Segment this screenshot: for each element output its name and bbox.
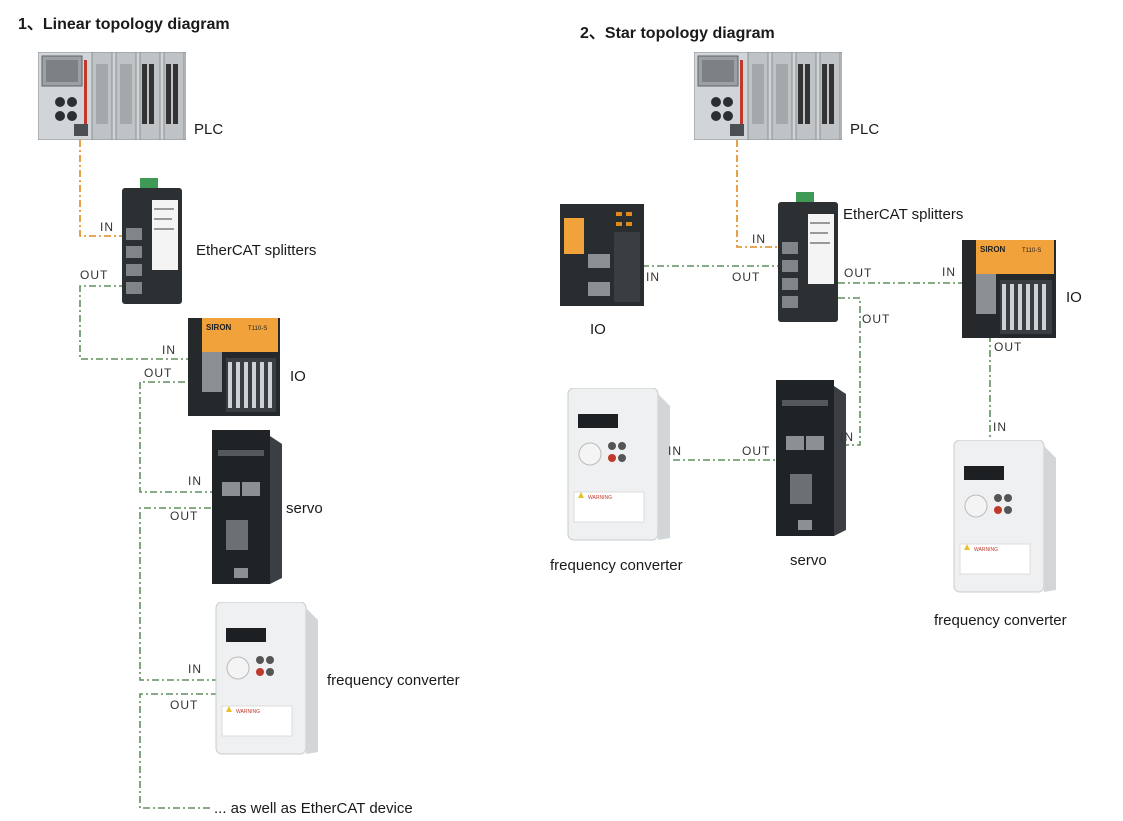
star-io-right-brand: SIRON [980,245,1006,254]
star-splitter-in-port: IN [752,232,766,246]
star-io-left-label: IO [590,321,606,338]
linear-servo-in-port: IN [188,474,202,488]
linear-splitter-image [122,178,182,304]
star-freq-right-warning: WARNING [974,547,998,553]
star-freq-right-image: WARNING [953,440,1056,593]
star-io-left-image [560,204,644,306]
linear-freq-more-link [139,693,218,809]
star-freq-right-label: frequency converter [934,612,1067,629]
linear-freq-out-port: OUT [170,698,199,712]
star-plc-label: PLC [850,121,880,138]
linear-splitter-label: EtherCAT splitters [196,242,317,259]
star-servo-out-port: OUT [742,444,771,458]
linear-freq-label: frequency converter [327,672,460,689]
star-freq-left-warning: WARNING [588,495,612,501]
linear-io-image: SIRON T110-S [188,318,280,416]
linear-io-servo-link [139,381,226,493]
linear-servo-out-port: OUT [170,509,199,523]
linear-splitter-out-port: OUT [80,268,109,282]
linear-servo-label: servo [286,500,323,517]
linear-freq-image: WARNING [215,602,318,755]
linear-plc-label: PLC [194,121,224,138]
linear-io-out-port: OUT [144,366,173,380]
linear-freq-in-port: IN [188,662,202,676]
star-splitter-out-right-port: OUT [844,266,873,280]
star-freq-left-label: frequency converter [550,557,683,574]
star-io-right-in-port: IN [942,265,956,279]
linear-plc-image [38,52,186,140]
linear-io-in-port: IN [162,343,176,357]
linear-io-model: T110-S [248,326,267,332]
linear-servo-freq-link [139,507,226,681]
linear-io-brand: SIRON [206,323,232,332]
star-plc-link [736,140,785,248]
star-io-right-label: IO [1066,289,1082,306]
star-splitter-image [778,192,838,322]
linear-freq-warning: WARNING [236,709,260,715]
star-io-right-image: SIRON T110-S [962,240,1056,338]
star-splitter-label: EtherCAT splitters [843,206,964,223]
linear-servo-image [212,430,282,584]
star-servo-label: servo [790,552,827,569]
star-io-left-in-port: IN [646,270,660,284]
star-servo-image [776,380,846,536]
star-splitter-out-left-port: OUT [732,270,761,284]
star-servo-link [835,297,861,446]
star-io-right-model: T110-S [1022,248,1041,254]
star-io-right-out-port: OUT [994,340,1023,354]
star-splitter-out-down-port: OUT [862,312,891,326]
star-servo-in-port: IN [840,430,854,444]
star-freq-left-in-port: IN [668,444,682,458]
linear-plc-link [79,140,126,237]
linear-io-label: IO [290,368,306,385]
star-freq-right-in-port: IN [993,420,1007,434]
star-title: 2、Star topology diagram [580,25,775,42]
linear-splitter-in-port: IN [100,220,114,234]
linear-title: 1、Linear topology diagram [18,16,230,33]
star-freq-left-image: WARNING [567,388,670,541]
star-plc-image [694,52,842,140]
linear-more-label: ... as well as EtherCAT device [214,800,413,817]
